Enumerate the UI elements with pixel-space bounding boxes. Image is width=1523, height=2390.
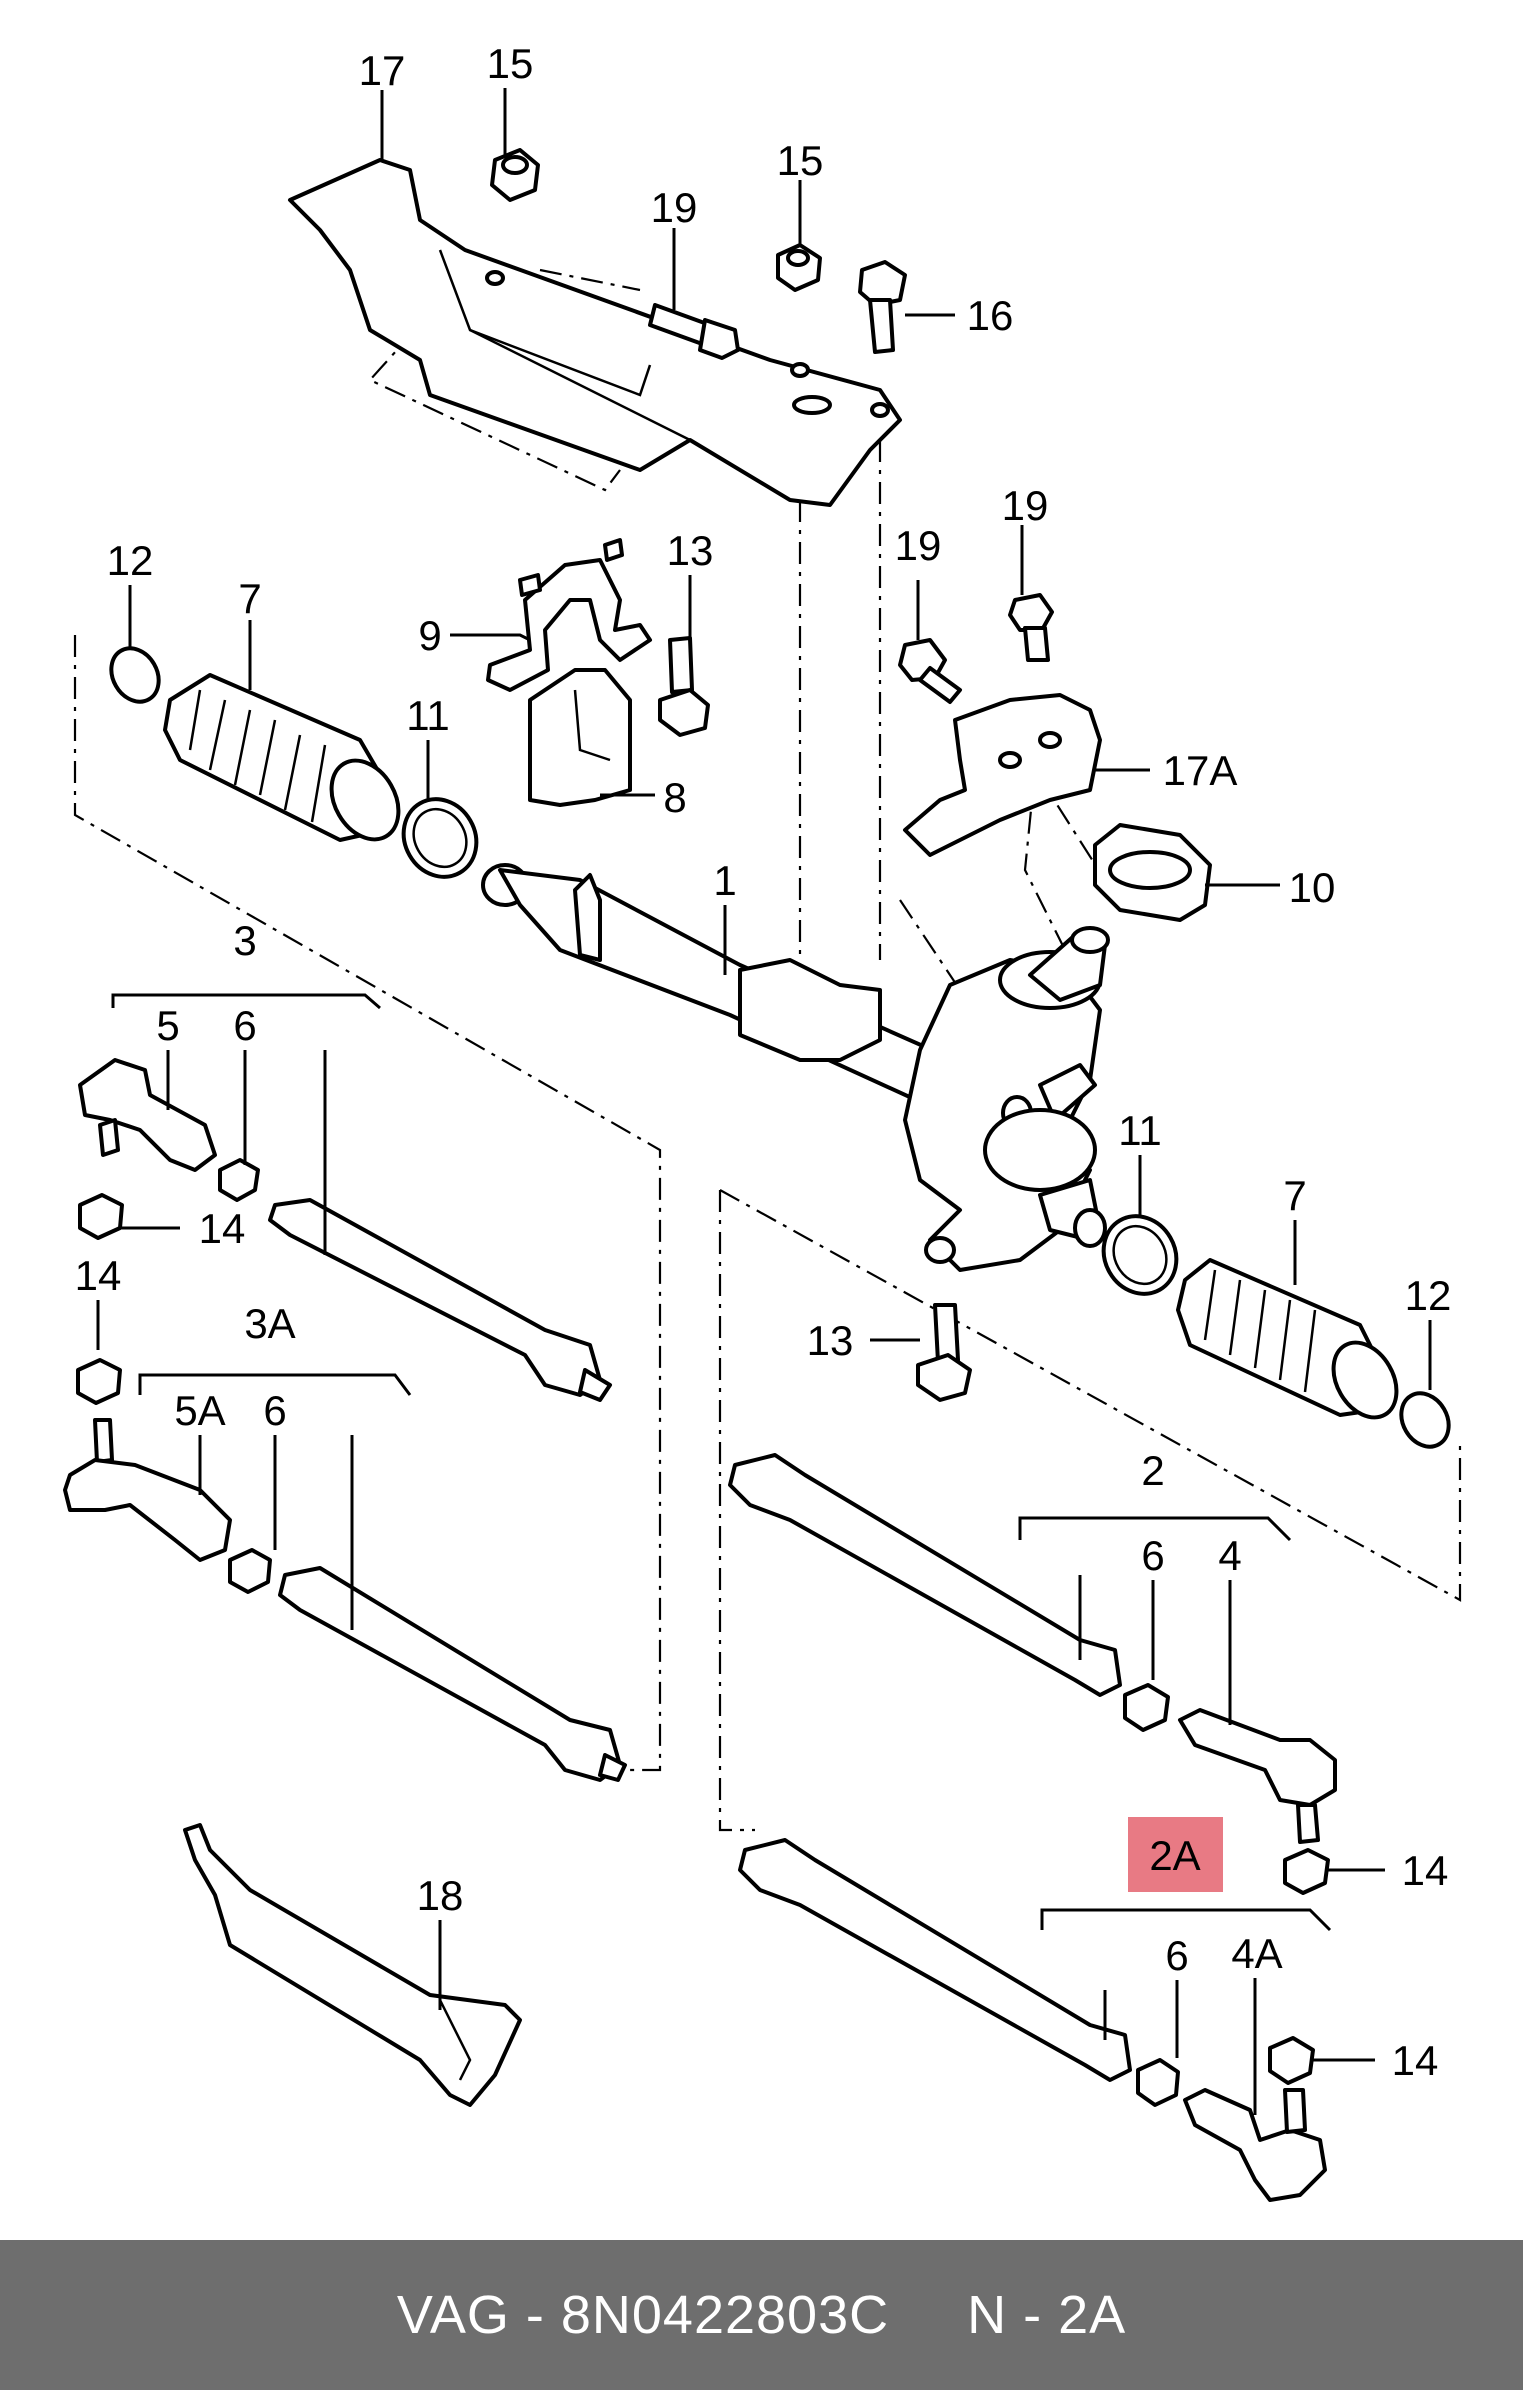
callout-12: 12 (107, 537, 154, 584)
callout-4a: 4A (1231, 1930, 1282, 1977)
callout-7: 7 (238, 575, 261, 622)
part-9-clamp (486, 538, 652, 692)
leader-lines (96, 88, 1432, 2115)
part-16-bolt (858, 260, 907, 354)
part-13-bolt (916, 1303, 972, 1402)
part-tie-rod (278, 1566, 627, 1782)
callout-4: 4 (1218, 1532, 1241, 1579)
callout-11: 11 (1118, 1107, 1162, 1154)
part-14-nut (1283, 1848, 1330, 1895)
callout-6: 6 (1165, 1932, 1188, 1979)
callout-2: 2 (1141, 1447, 1164, 1494)
callout-14: 14 (75, 1252, 122, 1299)
highlight-box (1128, 1817, 1223, 1892)
callout-6: 6 (233, 1002, 256, 1049)
part-12-clamp (1399, 1391, 1451, 1449)
callout-19: 19 (1002, 482, 1049, 529)
part-6-nut (1136, 2058, 1180, 2107)
callout-16: 16 (967, 292, 1014, 339)
callout-14: 14 (1392, 2037, 1439, 2084)
callout-6: 6 (263, 1387, 286, 1434)
part-8-rubber-mount (528, 668, 632, 807)
callout-17a: 17A (1163, 747, 1238, 794)
part-6-nut (1123, 1683, 1170, 1732)
callout-2a: 2A (1149, 1832, 1200, 1879)
callout-3a: 3A (244, 1300, 295, 1347)
part-5-tie-rod-end (78, 1058, 217, 1172)
part-14-nut (78, 1193, 124, 1240)
part-10-pad (1093, 823, 1212, 922)
callout-8: 8 (663, 774, 686, 821)
part-15-flange-nut (776, 243, 822, 292)
callout-19: 19 (895, 522, 942, 569)
callout-5: 5 (156, 1002, 179, 1049)
part-19-bolt (648, 303, 740, 360)
part-tie-rod (268, 1198, 612, 1402)
callout-14: 14 (199, 1205, 246, 1252)
callout-5a: 5A (174, 1387, 225, 1434)
part-11-clamp (1101, 1214, 1179, 1296)
callout-9: 9 (418, 612, 441, 659)
footer-bar: VAG - 8N0422803C N - 2A (0, 2240, 1523, 2390)
part-7-rubber-boot (163, 673, 401, 842)
part-14-nut (1268, 2036, 1315, 2085)
part-4a-tie-rod-end (1183, 2088, 1327, 2202)
part-12-clamp (109, 646, 161, 704)
part-19-bolt (1008, 593, 1054, 662)
part-tie-rod (738, 1838, 1132, 2082)
part-17-bracket (288, 158, 902, 507)
callout-15: 15 (487, 40, 534, 87)
callout-12: 12 (1405, 1272, 1452, 1319)
callout-3: 3 (233, 917, 256, 964)
callout-6: 6 (1141, 1532, 1164, 1579)
callout-13: 13 (667, 527, 714, 574)
part-19-bolt (898, 638, 962, 704)
part-4-tie-rod-end (1178, 1708, 1337, 1844)
callout-19: 19 (651, 184, 698, 231)
part-11-clamp (401, 797, 479, 879)
part-17a-heat-shield (903, 693, 1102, 857)
part-18-grease-tube (183, 1823, 522, 2107)
callout-1: 1 (713, 857, 736, 904)
callout-10: 10 (1289, 864, 1336, 911)
callout-7: 7 (1283, 1172, 1306, 1219)
steering-rack-exploded-diagram: 17 15 15 19 16 12 7 13 9 19 19 11 8 17A … (63, 40, 1462, 2202)
part-7-rubber-boot (1176, 1258, 1399, 1420)
callout-14: 14 (1402, 1847, 1449, 1894)
part-15-flange-nut (490, 148, 540, 202)
part-6-nut (228, 1548, 272, 1594)
footer-part-info: VAG - 8N0422803C (396, 2285, 890, 2345)
callout-17: 17 (359, 47, 406, 94)
part-6-nut (218, 1158, 260, 1202)
part-5a-tie-rod-end (63, 1418, 232, 1562)
callout-11: 11 (406, 692, 450, 739)
callout-13: 13 (807, 1317, 854, 1364)
callout-labels: 17 15 15 19 16 12 7 13 9 19 19 11 8 17A … (75, 40, 1452, 2084)
callout-15: 15 (777, 137, 824, 184)
part-14-nut (76, 1358, 122, 1405)
callout-18: 18 (417, 1872, 464, 1919)
part-13-bolt (658, 636, 710, 737)
footer-reference: N - 2A (967, 2285, 1127, 2345)
part-1-steering-rack (481, 863, 1110, 1272)
part-tie-rod (728, 1453, 1122, 1697)
